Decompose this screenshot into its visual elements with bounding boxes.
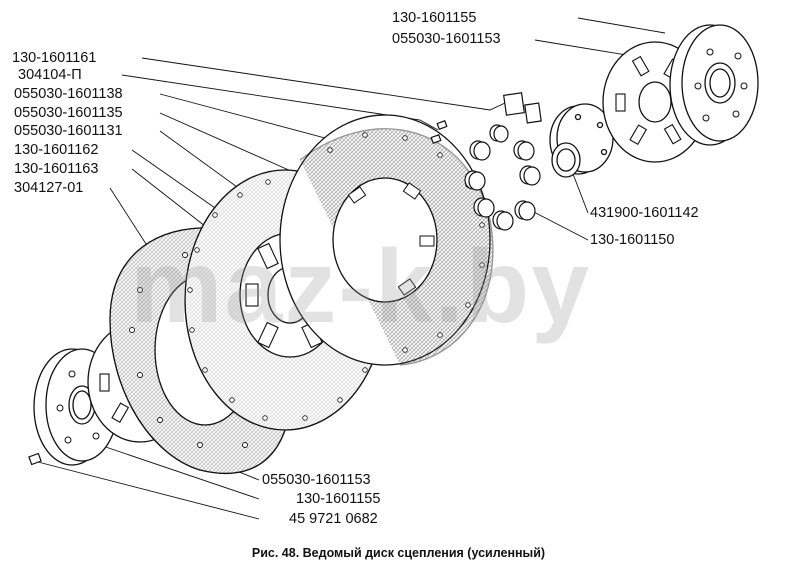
friction-pad-small (430, 92, 542, 144)
label-130-1601163: 130-1601163 (14, 161, 99, 177)
label-130-1601155-bottom: 130-1601155 (296, 491, 381, 507)
splined-hub (549, 103, 614, 178)
leader-b02 (84, 439, 260, 500)
spring-2 (469, 140, 491, 161)
spring-7 (492, 210, 514, 231)
label-130-1601150: 130-1601150 (590, 232, 675, 248)
damper-springs (464, 124, 541, 231)
spring-3 (513, 140, 535, 161)
label-055030-1601138: 055030-1601138 (14, 86, 123, 102)
label-055030-1601135: 055030-1601135 (14, 105, 123, 121)
spring-5 (519, 165, 541, 186)
leader-l01 (141, 57, 506, 111)
label-304104-p: 304104-П (18, 67, 82, 83)
leader-r04 (529, 209, 589, 241)
friction-lining-rear (279, 114, 494, 366)
watermark: maz-k.by (130, 229, 592, 345)
label-055030-1601153-bottom: 055030-1601153 (262, 472, 371, 488)
leader-l02 (121, 74, 439, 131)
leader-l07 (131, 168, 211, 231)
label-055030-1601131: 055030-1601131 (14, 123, 123, 139)
rivet-45-9721 (28, 452, 42, 466)
spring-1 (489, 124, 509, 143)
leader-b03 (37, 461, 260, 520)
label-055030-1601153-top: 055030-1601153 (392, 31, 501, 47)
hub-flange-top (669, 24, 759, 146)
label-45-9721-0682: 45 9721 0682 (289, 511, 378, 527)
leader-r01 (577, 17, 666, 34)
label-130-1601155-top: 130-1601155 (392, 10, 477, 26)
leader-l04 (159, 112, 301, 176)
figure-caption: Рис. 48. Ведомый диск сцепления (усиленн… (251, 546, 546, 560)
spring-4 (464, 170, 486, 191)
leader-l06 (131, 149, 219, 211)
spring-6 (473, 197, 495, 218)
label-431900-1601142: 431900-1601142 (590, 205, 699, 221)
label-130-1601161: 130-1601161 (12, 50, 97, 66)
label-304127-01: 304127-01 (14, 180, 84, 196)
spring-8 (514, 200, 536, 221)
label-130-1601162: 130-1601162 (14, 142, 99, 158)
